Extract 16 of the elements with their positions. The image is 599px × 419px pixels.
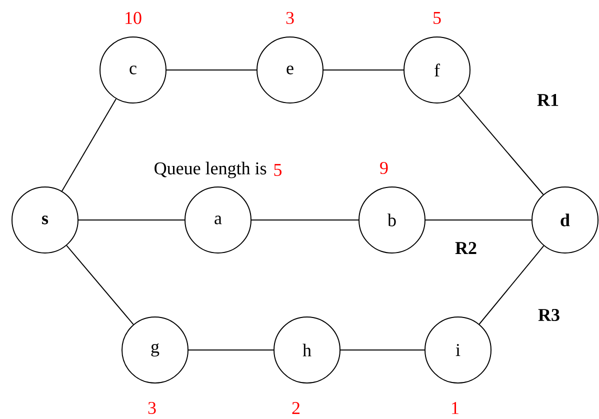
number-label: 2 <box>292 402 300 414</box>
number-label: 10 <box>126 12 142 24</box>
link-line <box>478 245 544 325</box>
link-line <box>458 94 544 195</box>
number-label: 9 <box>380 162 388 174</box>
route-label: R2 <box>455 242 476 254</box>
link-line <box>66 245 134 325</box>
number-label: 3 <box>286 12 294 24</box>
number-label: 3 <box>148 402 156 414</box>
route-label: R3 <box>538 308 560 322</box>
route-label: R1 <box>537 94 558 106</box>
number-label: 5 <box>434 12 441 24</box>
number-label: Queue length is <box>154 162 266 178</box>
link-line <box>61 98 117 192</box>
number-label: 1 <box>452 402 458 414</box>
number-label: 5 <box>274 164 282 176</box>
